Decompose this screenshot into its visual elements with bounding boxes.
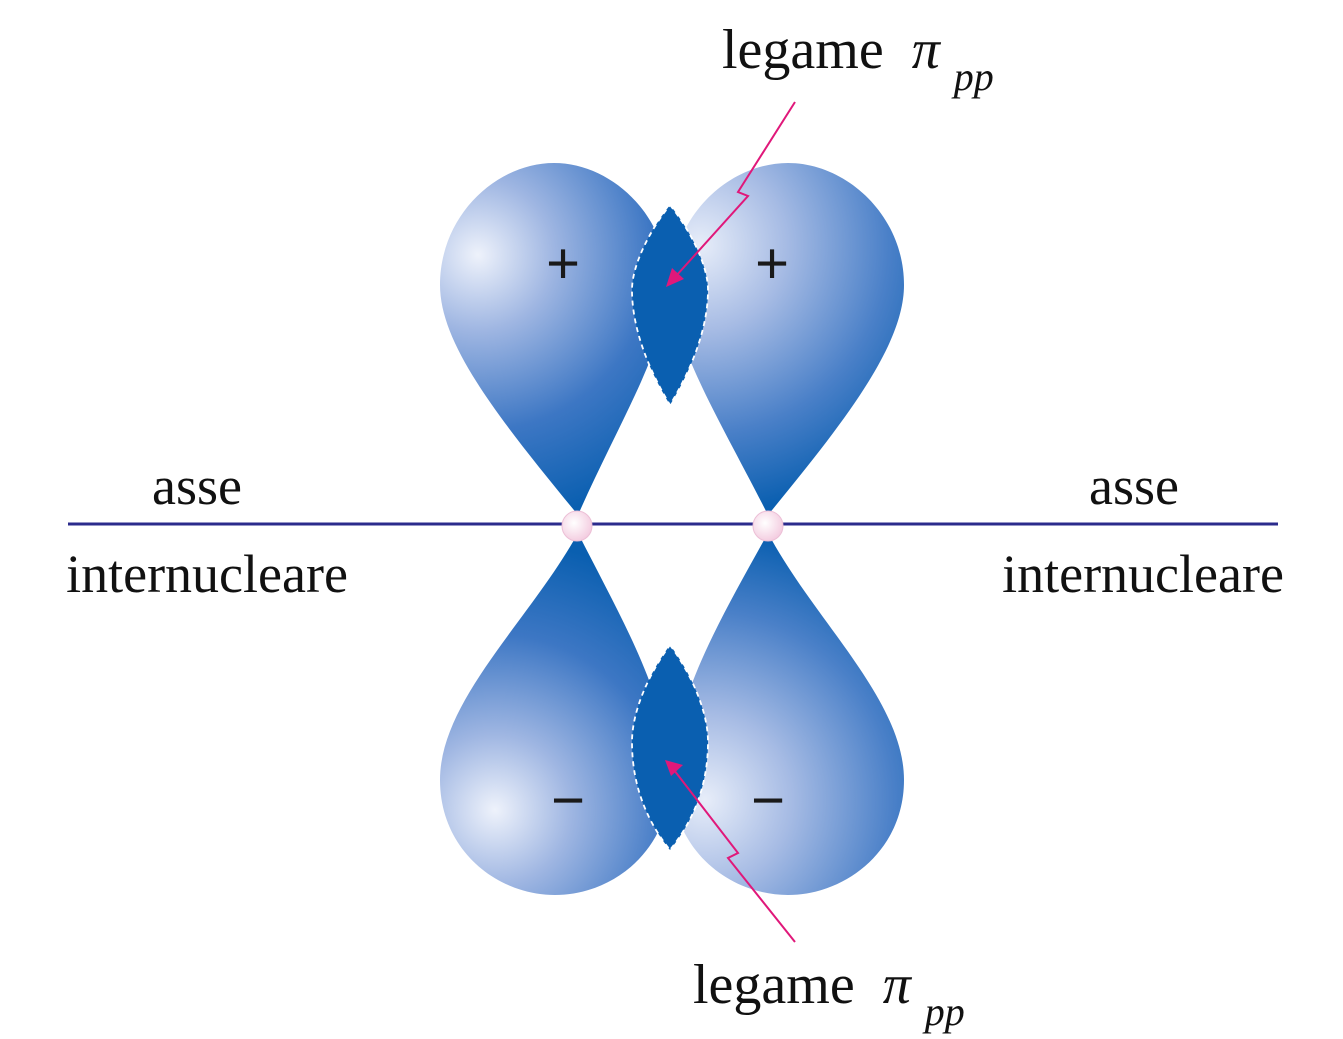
nucleus-dot-icon (562, 511, 592, 541)
label-bond-bottom-symbol: π (883, 954, 913, 1016)
sign-bottom-left: − (551, 768, 585, 833)
label-axis-right-line1: asse (1089, 456, 1179, 516)
sign-top-right: + (755, 231, 789, 296)
lobe-top-right (672, 163, 904, 515)
label-bond-top-symbol: π (912, 19, 942, 81)
label-bond-bottom-subscript: pp (922, 989, 965, 1034)
lobe-bottom-left (440, 533, 670, 895)
label-axis-right-line2: internucleare (1002, 544, 1284, 604)
nucleus-dot-icon (753, 511, 783, 541)
label-axis-left-line2: internucleare (66, 544, 348, 604)
lobe-bottom-right (672, 533, 904, 895)
sign-top-left: + (546, 231, 580, 296)
label-bond-top-subscript: pp (951, 54, 994, 99)
label-bond-bottom-word: legame (693, 954, 855, 1016)
label-bond-bottom: legame π pp (693, 954, 965, 1034)
sign-bottom-right: − (751, 768, 785, 833)
label-axis-left-line1: asse (152, 456, 242, 516)
lobe-top-left (440, 163, 668, 515)
label-bond-top: legame π pp (722, 19, 994, 99)
label-bond-top-word: legame (722, 19, 884, 81)
